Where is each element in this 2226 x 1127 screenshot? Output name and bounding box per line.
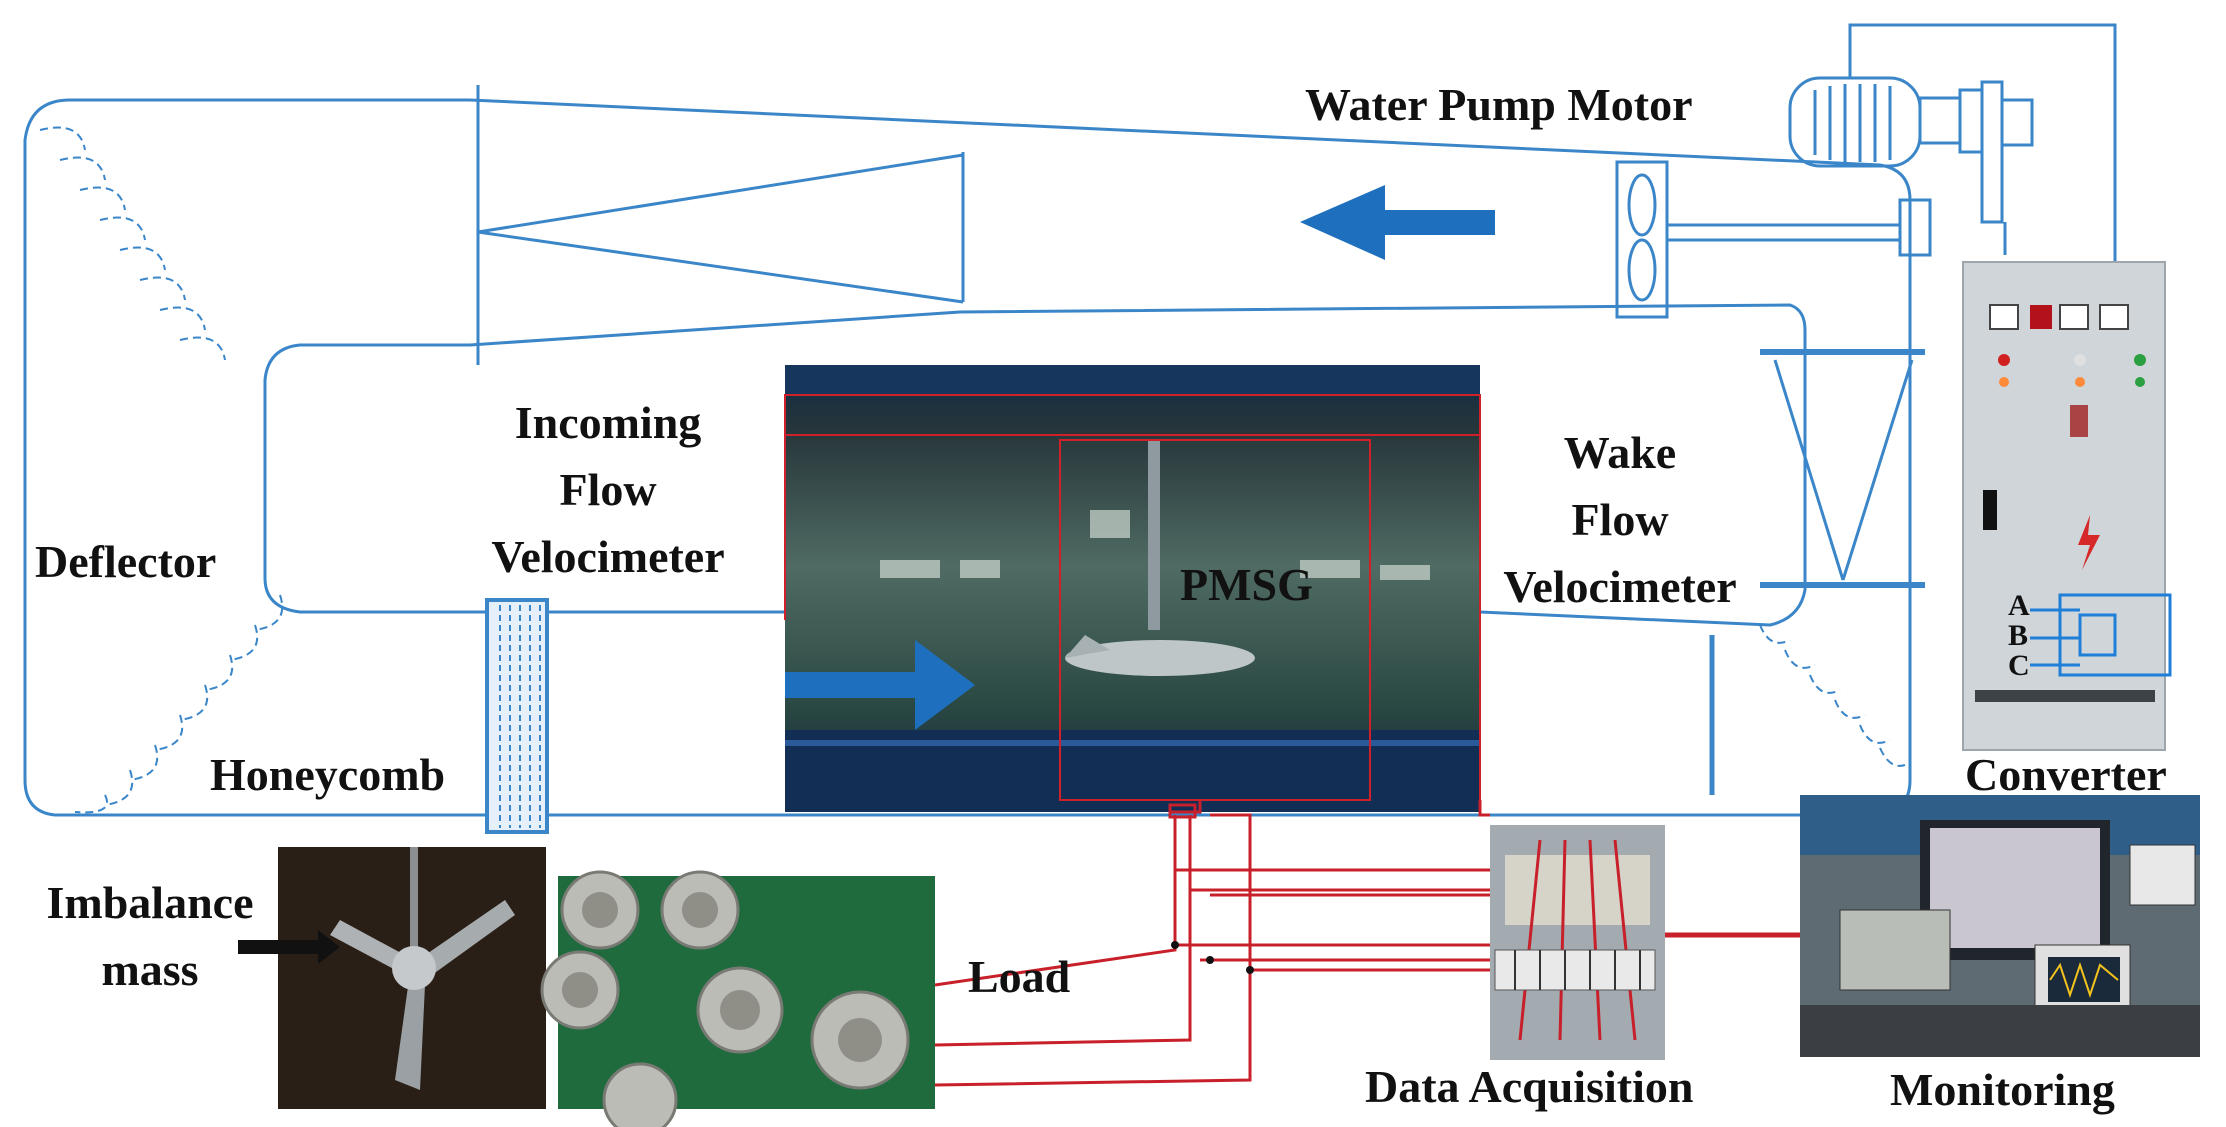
outlet-diffuser <box>1760 349 1925 588</box>
svg-text:Incoming: Incoming <box>515 397 702 448</box>
svg-text:Flow: Flow <box>559 464 656 515</box>
data-acquisition-label: Data Acquisition <box>1365 1061 1693 1112</box>
pmsg-label: PMSG <box>1180 559 1313 610</box>
phase-b-label: B <box>2008 619 2028 652</box>
svg-text:Velocimeter: Velocimeter <box>491 531 724 582</box>
wake-flow-velocimeter-label: Wake Flow Velocimeter <box>1503 427 1736 612</box>
left-arrow-icon <box>1300 185 1495 260</box>
turbine-rotor-photo <box>278 847 546 1109</box>
honeycomb <box>485 598 549 834</box>
converter-label: Converter <box>1965 749 2167 800</box>
phase-terminal-box <box>2030 593 2172 677</box>
deflector-label: Deflector <box>35 536 216 587</box>
monitoring-label: Monitoring <box>1890 1064 2115 1115</box>
data-acquisition-photo <box>1490 825 1665 1060</box>
pmsg-tank-photo <box>784 365 1481 812</box>
phase-c-label: C <box>2008 649 2030 682</box>
phase-a-label: A <box>2008 589 2030 622</box>
svg-text:Flow: Flow <box>1571 494 1668 545</box>
imbalance-mass-pointer <box>238 930 340 964</box>
incoming-flow-velocimeter-label: Incoming Flow Velocimeter <box>491 397 724 582</box>
svg-text:Wake: Wake <box>1564 427 1676 478</box>
red-wiring <box>934 800 1800 1087</box>
svg-text:mass: mass <box>101 944 198 995</box>
converter-cabinet-photo: A B C <box>1962 261 2172 751</box>
svg-text:Velocimeter: Velocimeter <box>1503 561 1736 612</box>
contraction-section <box>476 85 965 365</box>
deflector-vanes-bottom-right <box>1759 624 1906 767</box>
water-pump-motor <box>1788 23 2117 262</box>
right-arrow-icon <box>785 640 975 730</box>
load-label: Load <box>968 951 1071 1002</box>
deflector-vanes-top-left <box>39 126 226 361</box>
pump-fan <box>1615 160 1932 319</box>
deflector-vanes-bottom-left <box>74 594 284 814</box>
lightning-bolt-icon <box>2078 515 2100 570</box>
svg-text:Imbalance: Imbalance <box>47 877 254 928</box>
imbalance-mass-label: Imbalance mass <box>47 877 254 995</box>
load-resistor-photo <box>540 870 935 1127</box>
water-pump-motor-label: Water Pump Motor <box>1305 79 1693 130</box>
honeycomb-label: Honeycomb <box>210 749 445 800</box>
monitoring-photo <box>1800 795 2200 1057</box>
